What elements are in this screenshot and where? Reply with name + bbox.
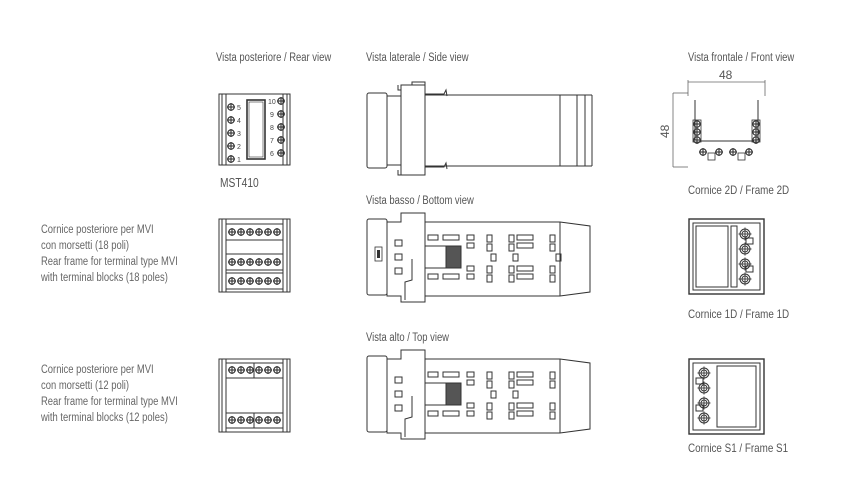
terminal-screw-icon (276, 122, 286, 132)
terminal-screw-icon (226, 115, 236, 125)
frame-2d-label: Cornice 2D / Frame 2D (688, 183, 790, 197)
terminal-screw-icon (738, 272, 752, 286)
rear-model-label: MST410 (220, 176, 259, 190)
frame-s1-label: Cornice S1 / Frame S1 (688, 441, 789, 455)
terminal-screw-icon (738, 257, 752, 271)
terminal-screw-icon (698, 147, 708, 157)
pin-label: 8 (270, 125, 274, 132)
height-dimension: 48 (658, 124, 672, 138)
side-view-title: Vista laterale / Side view (366, 52, 469, 64)
frame-1d-label: Cornice 1D / Frame 1D (688, 307, 790, 321)
terminal-row (227, 227, 282, 237)
pin-label: 1 (237, 157, 241, 164)
terminal-screw-icon (728, 147, 738, 157)
pin-label: 6 (270, 151, 274, 158)
desc-line: con morsetti (12 poli) (41, 380, 130, 392)
terminal-screw-icon (697, 381, 711, 395)
desc-line: Cornice posteriore per MVI (41, 364, 154, 376)
terminal-screw-icon (276, 109, 286, 119)
frame-1d-terminals (738, 227, 752, 286)
pin-label: 2 (237, 144, 241, 151)
pin-label: 4 (237, 118, 241, 125)
top-view-drawing (366, 349, 591, 440)
terminal-screw-icon (697, 396, 711, 410)
rear-view-title: Vista posteriore / Rear view (216, 52, 332, 64)
terminal-screw-icon (276, 96, 286, 106)
width-dimension: 48 (719, 68, 733, 82)
rear-frame-12-description: Cornice posteriore per MVI con morsetti … (41, 362, 178, 426)
rear-pin-numbers: 5 4 3 2 1 10 9 8 7 6 (237, 99, 276, 164)
side-view-drawing (366, 81, 593, 176)
pin-label: 9 (270, 112, 274, 119)
terminal-screw-icon (751, 119, 761, 129)
frame-1d-drawing (688, 218, 765, 295)
terminal-screw-icon (226, 154, 236, 164)
terminal-screw-icon (714, 147, 724, 157)
terminal-screw-icon (751, 127, 761, 137)
pin-label: 5 (237, 105, 241, 112)
desc-line: Rear frame for terminal type MVI (41, 396, 178, 408)
desc-line: with terminal blocks (18 poles) (41, 272, 168, 284)
terminal-screw-icon (738, 227, 752, 241)
pin-label: 10 (268, 99, 276, 106)
terminal-row (228, 258, 281, 266)
desc-line: Rear frame for terminal type MVI (41, 256, 178, 268)
terminal-screw-icon (692, 135, 702, 145)
terminal-screw-icon (697, 411, 711, 425)
terminal-screw-icon (226, 102, 236, 112)
desc-line: Cornice posteriore per MVI (41, 224, 154, 236)
terminal-screw-icon (276, 148, 286, 158)
terminal-screw-icon (226, 141, 236, 151)
terminal-screw-icon (692, 119, 702, 129)
front-view-terminals (692, 119, 761, 157)
bottom-view-drawing (366, 212, 591, 303)
terminal-row (228, 277, 281, 285)
terminal-screw-icon (692, 127, 702, 137)
front-view-title: Vista frontale / Front view (688, 52, 795, 64)
desc-line: with terminal blocks (12 poles) (41, 412, 168, 424)
rear-frame-18-description: Cornice posteriore per MVI con morsetti … (41, 222, 178, 286)
frame-s1-terminals (697, 366, 711, 425)
top-view-title: Vista alto / Top view (366, 332, 449, 344)
bottom-view-title: Vista basso / Bottom view (366, 195, 474, 207)
pin-label: 3 (237, 131, 241, 138)
terminal-screw-icon (276, 135, 286, 145)
rear-view-right-terminals (276, 96, 286, 158)
pin-label: 7 (270, 138, 274, 145)
terminal-screw-icon (744, 147, 754, 157)
terminal-screw-icon (751, 135, 761, 145)
rear-view-left-terminals (226, 102, 236, 164)
terminal-screw-icon (226, 128, 236, 138)
desc-line: con morsetti (18 poli) (41, 240, 130, 252)
rear-frame-18-poles (218, 218, 291, 293)
